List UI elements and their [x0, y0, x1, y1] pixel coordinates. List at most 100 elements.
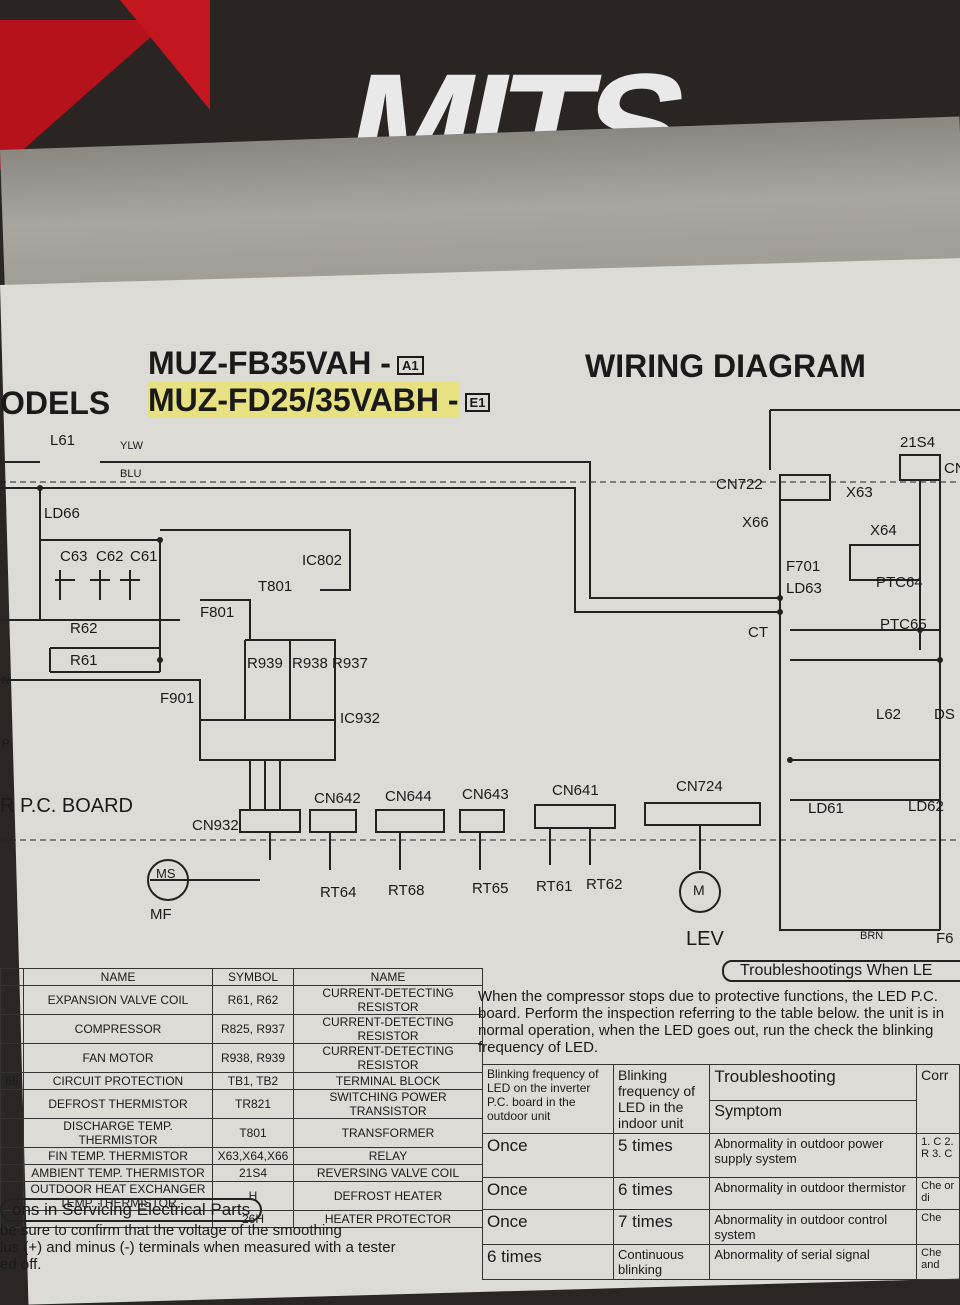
table-cell: CURRENT-DETECTING RESISTOR — [293, 1014, 483, 1044]
table-cell: 6 times — [612, 1177, 711, 1210]
table-cell: DISCHARGE TEMP. THERMISTOR — [23, 1118, 213, 1148]
table-cell: 6 times — [482, 1244, 614, 1280]
label-x66: X66 — [742, 514, 769, 531]
label-lev: LEV — [686, 928, 724, 950]
table-row: Once 6 times Abnormality in outdoor ther… — [482, 1177, 960, 1210]
label-t801: T801 — [258, 578, 293, 595]
table-cell: Che or di — [916, 1177, 960, 1210]
table-cell: 5 times — [612, 1133, 711, 1178]
table-cell: 65 — [0, 1072, 24, 1090]
table-cell: Continuous blinking — [612, 1244, 711, 1280]
table-cell — [0, 1147, 24, 1165]
table-cell — [0, 1043, 24, 1073]
table-cell: 21S4 — [212, 1164, 294, 1182]
label-brn: BRN — [860, 930, 884, 942]
label-r61: R61 — [70, 652, 98, 669]
table-cell: RELAY — [293, 1147, 483, 1165]
table-cell: DEFROST HEATER — [293, 1181, 483, 1211]
table-cell: CIRCUIT PROTECTION — [23, 1072, 213, 1090]
label-f901: F901 — [160, 690, 195, 707]
label-ld61: LD61 — [808, 800, 844, 817]
table-header-row: NAME SYMBOL NAME — [0, 968, 483, 986]
label-rt62: RT62 — [586, 876, 623, 893]
label-blue: BLU — [120, 468, 142, 480]
table-cell — [0, 985, 24, 1015]
label-cn644: CN644 — [385, 788, 432, 805]
servicing-line: ed off. — [0, 1256, 42, 1273]
label-cn932: CN932 — [192, 817, 239, 834]
table-cell: REVERSING VALVE COIL — [293, 1164, 483, 1182]
label-x64: X64 — [870, 522, 897, 539]
diagram-title: WIRING DIAGRAM — [585, 348, 866, 384]
servicing-line: be sure to confirm that the voltage of t… — [0, 1222, 342, 1239]
label-f801: F801 — [200, 604, 235, 621]
label-n: N — [2, 675, 10, 687]
table-cell: Once — [482, 1133, 614, 1178]
table-cell: COMPRESSOR — [23, 1014, 213, 1044]
table-header: Corr — [916, 1064, 960, 1134]
label-r62: R62 — [70, 620, 98, 637]
table-cell: AMBIENT TEMP. THERMISTOR — [23, 1164, 213, 1182]
table-cell: EXPANSION VALVE COIL — [23, 985, 213, 1015]
label-ds: DS — [934, 706, 955, 723]
table-cell: FIN TEMP. THERMISTOR — [23, 1147, 213, 1165]
label-f701: F701 — [786, 558, 821, 575]
table-cell: TB1, TB2 — [212, 1072, 294, 1090]
label-x63: X63 — [846, 484, 873, 501]
model-line-1: MUZ-FB35VAH -A1 — [148, 345, 424, 382]
servicing-notes: be sure to confirm that the voltage of t… — [0, 1222, 396, 1273]
label-ptc64: PTC64 — [876, 574, 923, 591]
table-cell: T801 — [212, 1118, 294, 1148]
label-yellow: YLW — [120, 440, 144, 452]
table-cell: Once — [482, 1177, 614, 1210]
model-line-1-text: MUZ-FB35VAH - — [148, 345, 391, 381]
label-ms: MS — [156, 866, 176, 881]
fan-motor-symbol — [147, 859, 189, 901]
table-cell: TERMINAL BLOCK — [293, 1072, 483, 1090]
table-cell: R825, R937 — [212, 1014, 294, 1044]
table-cell: DEFROST THERMISTOR — [23, 1089, 213, 1119]
label-ic802: IC802 — [302, 552, 343, 569]
label-ptc65: PTC65 — [880, 616, 927, 633]
model-tag-a1: A1 — [396, 356, 424, 376]
model-line-2-text: MUZ-FD25/35VABH - — [148, 382, 459, 418]
label-cn-right: CN — [944, 460, 960, 477]
label-cn643: CN643 — [462, 786, 509, 803]
table-header: Troubleshooting — [709, 1064, 918, 1101]
troubleshooting-title: Troubleshootings When LE — [722, 960, 960, 982]
table-cell: 1. C 2. R 3. C — [916, 1133, 960, 1178]
label-c61: C61 — [130, 548, 158, 565]
table-cell: Abnormality of serial signal — [709, 1244, 918, 1280]
table-cell — [0, 1118, 24, 1148]
label-ld66: LD66 — [44, 505, 80, 522]
label-cn642: CN642 — [314, 790, 361, 807]
table-cell: Abnormality in outdoor power supply syst… — [709, 1133, 918, 1178]
label-r938: R938 — [292, 655, 328, 672]
table-cell: Once — [482, 1209, 614, 1245]
table-row: Once 5 times Abnormality in outdoor powe… — [482, 1133, 960, 1178]
label-pc-board: R P.C. BOARD — [0, 795, 133, 817]
label-f6: F6 — [936, 930, 954, 947]
table-cell: CURRENT-DETECTING RESISTOR — [293, 985, 483, 1015]
table-cell: TRANSFORMER — [293, 1118, 483, 1148]
table-header: SYMBOL — [212, 968, 294, 986]
table-header: Blinking frequency of LED in the indoor … — [612, 1064, 711, 1134]
table-header-row: Blinking frequency of LED on the inverte… — [482, 1064, 960, 1134]
label-c63: C63 — [60, 548, 88, 565]
table-cell: SWITCHING POWER TRANSISTOR — [293, 1089, 483, 1119]
table-header-row: Symptom — [483, 1099, 960, 1135]
label-21s4: 21S4 — [900, 434, 936, 451]
label-c62: C62 — [96, 548, 124, 565]
table-cell — [0, 1164, 24, 1182]
label-r937: R937 — [332, 655, 368, 672]
table-cell: X63,X64,X66 — [212, 1147, 294, 1165]
lev-motor-symbol — [679, 871, 721, 913]
